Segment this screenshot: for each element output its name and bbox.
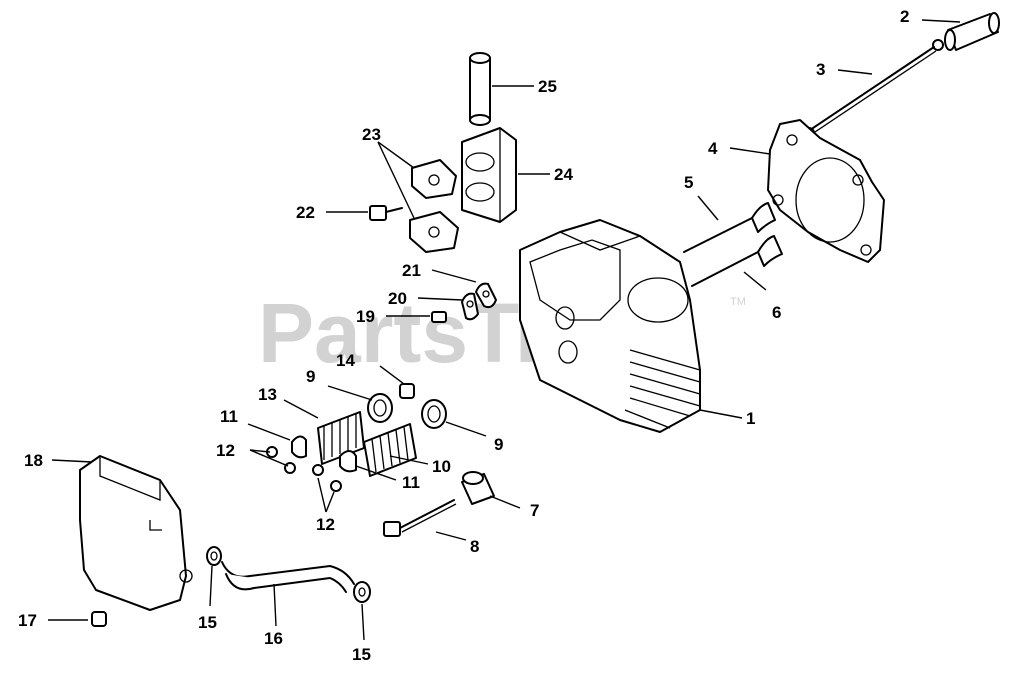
part-20-guide[interactable]: [461, 292, 479, 321]
part-5-intake-valve[interactable]: [683, 202, 776, 253]
part-11-seat-left[interactable]: [291, 435, 307, 459]
callout-23[interactable]: 23: [362, 125, 381, 144]
part-18-valve-cover[interactable]: [79, 455, 193, 611]
part-24-rocker-bracket[interactable]: [461, 127, 517, 223]
part-8-stud-bolt[interactable]: [383, 499, 457, 537]
callout-11-right[interactable]: 11: [402, 473, 420, 492]
callout-25[interactable]: 25: [538, 77, 557, 96]
callout-12-right[interactable]: 12: [316, 515, 335, 534]
callout-14[interactable]: 14: [336, 351, 355, 370]
part-9-retainer-lower[interactable]: [421, 399, 447, 429]
part-21-plate[interactable]: [475, 282, 497, 309]
callout-13[interactable]: 13: [258, 385, 277, 404]
callout-7[interactable]: 7: [530, 501, 539, 520]
callout-15-left[interactable]: 15: [198, 613, 217, 632]
callout-2[interactable]: 2: [900, 7, 909, 26]
part-9-retainer-upper[interactable]: [367, 393, 393, 423]
callout-15-right[interactable]: 15: [352, 645, 371, 664]
part-6-exhaust-valve[interactable]: [691, 235, 783, 287]
part-22-bolt[interactable]: [369, 205, 403, 221]
callout-20[interactable]: 20: [388, 289, 407, 308]
part-25-rocker-shaft[interactable]: [469, 52, 491, 126]
part-1-cylinder-head[interactable]: [519, 219, 701, 433]
part-15-clamp-right[interactable]: [353, 581, 371, 603]
callout-labels: 1 2 3 4 5 6 7 8 9 9 10 11 11 12 12 13 14…: [18, 7, 909, 664]
part-10-valve-spring[interactable]: [363, 423, 417, 477]
callout-6[interactable]: 6: [772, 303, 781, 322]
callout-11-left[interactable]: 11: [220, 407, 238, 426]
part-7-spacer[interactable]: [461, 471, 495, 505]
callout-1[interactable]: 1: [746, 409, 755, 428]
callout-16[interactable]: 16: [264, 629, 283, 648]
callout-24[interactable]: 24: [554, 165, 573, 184]
callout-5[interactable]: 5: [684, 173, 693, 192]
callout-4[interactable]: 4: [708, 139, 718, 158]
callout-22[interactable]: 22: [296, 203, 315, 222]
callout-10[interactable]: 10: [432, 457, 451, 476]
part-16-breather-hose[interactable]: [221, 561, 355, 593]
part-14-valve-cap[interactable]: [399, 383, 415, 399]
part-17-screw[interactable]: [91, 611, 107, 627]
leader-lines: [48, 19, 961, 641]
callout-19[interactable]: 19: [356, 307, 375, 326]
callout-12-left[interactable]: 12: [216, 441, 235, 460]
callout-17[interactable]: 17: [18, 611, 37, 630]
part-23-rocker-arm-lower[interactable]: [409, 211, 459, 253]
callout-3[interactable]: 3: [816, 60, 825, 79]
part-11-seat-right[interactable]: [339, 450, 357, 473]
part-19-screw[interactable]: [431, 311, 447, 323]
part-4-head-gasket[interactable]: [767, 119, 885, 263]
part-12-keepers-right[interactable]: [312, 464, 342, 492]
watermark-trademark: TM: [730, 296, 746, 308]
callout-9-upper[interactable]: 9: [306, 367, 315, 386]
part-23-rocker-arm-upper[interactable]: [411, 159, 457, 199]
part-2-valve-cap[interactable]: [932, 12, 1000, 51]
callout-9-lower[interactable]: 9: [494, 435, 503, 454]
callout-18[interactable]: 18: [24, 451, 43, 470]
part-15-clamp-left[interactable]: [206, 546, 222, 566]
callout-8[interactable]: 8: [470, 537, 479, 556]
callout-21[interactable]: 21: [402, 261, 421, 280]
part-12-keepers-left[interactable]: [266, 446, 296, 474]
